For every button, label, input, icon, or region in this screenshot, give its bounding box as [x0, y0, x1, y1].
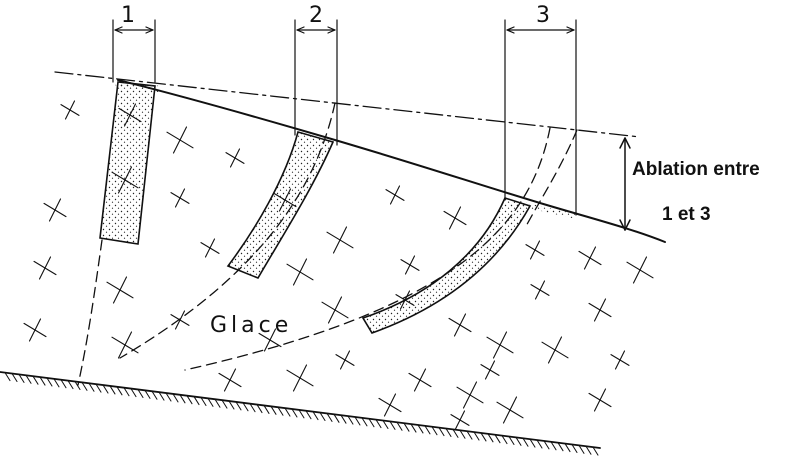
measurement-bracket-3: [504, 19, 577, 216]
initial-surface-line: [54, 71, 641, 138]
ablation-label-line1: Ablation entre: [632, 159, 760, 180]
ablation-label-line2: 1 et 3: [662, 204, 711, 225]
stake-3-body: [361, 197, 532, 334]
surface-stipple-1: [113, 80, 160, 92]
ice-crystal-marks: [23, 100, 654, 430]
stake-2-number: 2: [309, 3, 323, 28]
stake-1-body: [99, 81, 156, 245]
stake-2-body: [226, 131, 335, 279]
ablation-arrow: [619, 137, 631, 231]
stake-3-dashed-path-right: [524, 129, 578, 229]
glacier-surface-line: [117, 79, 666, 243]
stake-1-dashed-path: [77, 239, 103, 386]
surface-stipple-3: [505, 198, 576, 218]
stake-1-number: 1: [121, 3, 135, 28]
stake-3-number: 3: [536, 3, 550, 28]
measurement-bracket-2: [294, 19, 338, 146]
ice-label: Glace: [210, 313, 292, 338]
measurement-bracket-1: [112, 19, 156, 83]
bedrock: [0, 371, 601, 456]
